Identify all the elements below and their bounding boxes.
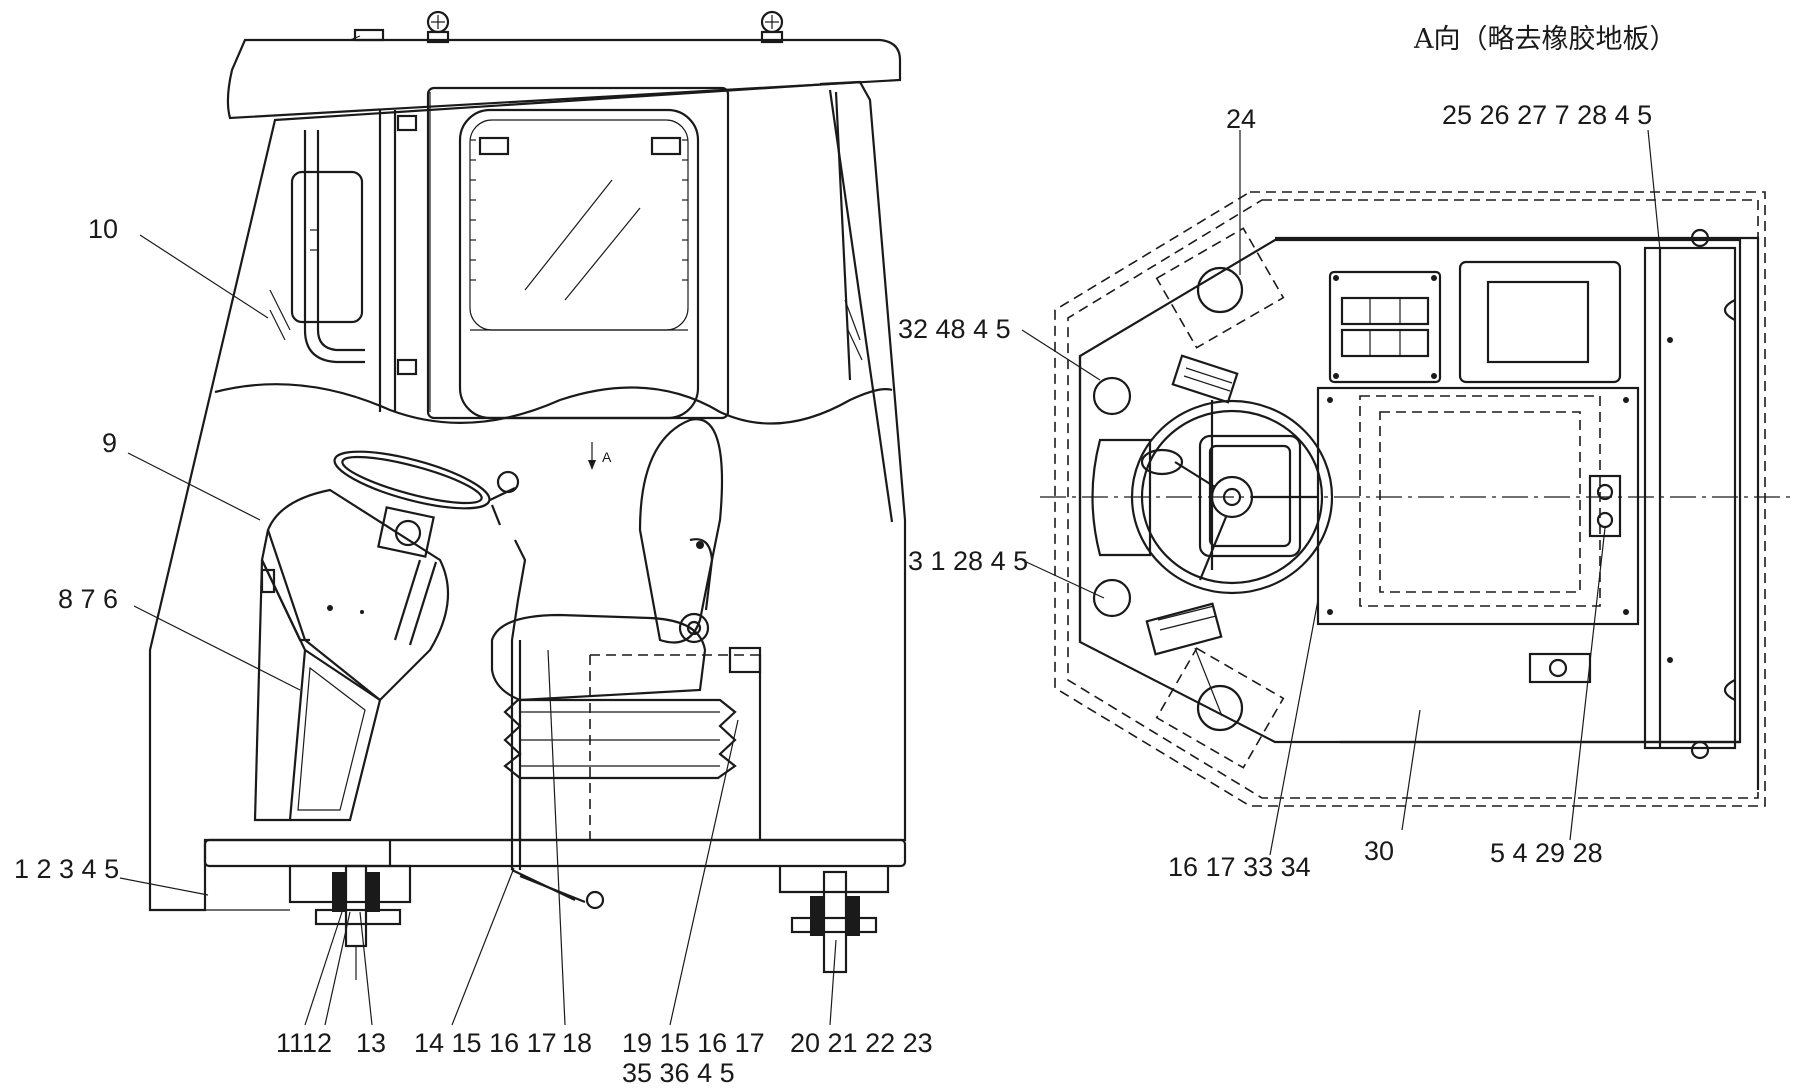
callout-16-17-33-34: 16 17 33 34 xyxy=(1168,852,1311,882)
plan-callout-labels: 24 25 26 27 7 28 4 5 32 48 4 5 3 1 28 4 … xyxy=(898,100,1652,882)
callout-8-7-6: 8 7 6 xyxy=(58,584,118,614)
cutaway-break-line xyxy=(214,383,893,425)
callout-3-1-28-4-5: 3 1 28 4 5 xyxy=(908,546,1028,576)
callout-11-12: 1112 xyxy=(276,1028,332,1058)
callout-14-15-16-17: 14 15 16 17 xyxy=(414,1028,557,1058)
callout-19-15-16-17: 19 15 16 17 xyxy=(622,1028,765,1058)
floor-outline-inner xyxy=(1078,238,1742,744)
cab-body-outline xyxy=(148,80,907,912)
callout-1-2-3-4-5: 1 2 3 4 5 xyxy=(14,854,119,884)
callout-5-4-29-28: 5 4 29 28 xyxy=(1490,838,1603,868)
corner-mounts xyxy=(1092,227,1285,769)
callout-30: 30 xyxy=(1364,836,1394,866)
lifting-eye-left xyxy=(426,10,450,44)
floor-hatch xyxy=(1316,386,1640,626)
access-cover xyxy=(1458,260,1622,384)
callout-20-21-22-23: 20 21 22 23 xyxy=(790,1028,933,1058)
lower-pedal xyxy=(1145,602,1223,656)
steering-console xyxy=(253,488,450,822)
callout-13: 13 xyxy=(356,1028,386,1058)
lifting-eye-right xyxy=(760,10,784,44)
callout-18: 18 xyxy=(562,1028,592,1058)
floor-plate xyxy=(203,838,907,868)
callout-9: 9 xyxy=(102,428,117,458)
callout-25-26-27-7-28-4-5: 25 26 27 7 28 4 5 xyxy=(1442,100,1652,130)
side-callout-labels: 10 9 8 7 6 1 2 3 4 5 1112 13 14 15 16 17… xyxy=(14,214,933,1088)
switch-panel xyxy=(1328,270,1442,384)
side-leader-lines xyxy=(119,234,837,1026)
view-direction-arrow: A xyxy=(588,442,612,470)
cab-roof xyxy=(226,38,902,120)
plan-view xyxy=(1021,129,1795,856)
callout-35-36-4-5: 35 36 4 5 xyxy=(622,1058,735,1088)
callout-24: 24 xyxy=(1226,104,1256,134)
operator-seat xyxy=(490,418,762,840)
side-view: A xyxy=(119,10,907,1026)
upper-pedal xyxy=(1171,354,1239,404)
door-frame xyxy=(426,86,730,420)
grab-handle xyxy=(316,130,365,352)
mount-rear xyxy=(778,866,890,974)
callout-32-48-4-5: 32 48 4 5 xyxy=(898,314,1011,344)
floor-outline-outer xyxy=(1054,191,1766,807)
small-bracket xyxy=(1528,652,1592,684)
callout-10: 10 xyxy=(88,214,118,244)
connector-block xyxy=(1588,474,1622,538)
mount-front xyxy=(288,864,412,980)
steering-wheel xyxy=(333,450,491,646)
control-lever xyxy=(489,470,520,526)
view-marker-label: A xyxy=(602,449,612,465)
view-title: A向（略去橡胶地板） xyxy=(1413,24,1677,55)
door-window xyxy=(458,108,700,420)
brake-lever xyxy=(510,539,605,910)
steering-wheel-plan xyxy=(1091,399,1334,595)
plan-leader-lines xyxy=(1021,129,1661,856)
side-rail xyxy=(1643,246,1737,750)
